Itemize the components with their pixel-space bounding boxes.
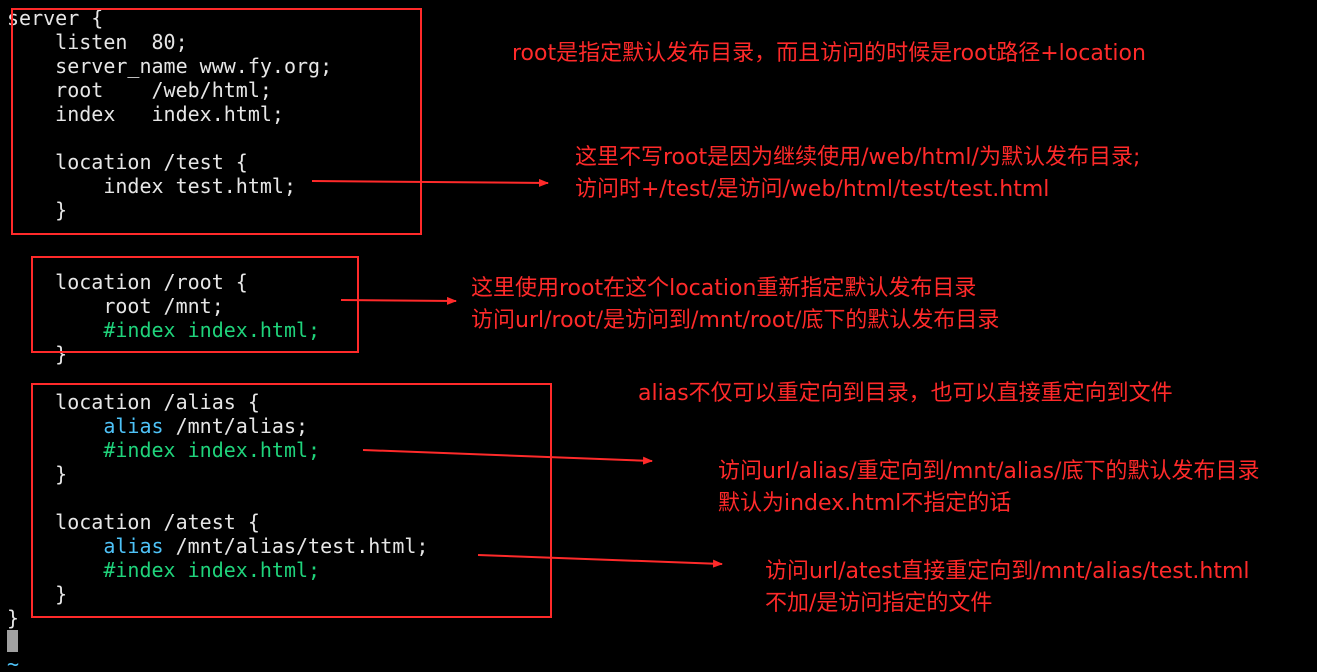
code-line-16: location /alias { <box>7 390 260 414</box>
code-line-25: } <box>7 606 20 630</box>
text-cursor <box>7 630 18 652</box>
code-line-17: alias /mnt/alias; <box>7 414 308 438</box>
code-text: /mnt/alias; <box>163 414 309 438</box>
note-test-location: 这里不写root是因为继续使用/web/html/为默认发布目录; 访问时+/t… <box>575 142 1140 206</box>
note-line: 访问时+/test/是访问/web/html/test/test.html <box>575 177 1050 202</box>
arrow-alias <box>362 449 653 465</box>
note-line: 这里不写root是因为继续使用/web/html/为默认发布目录; <box>575 145 1141 170</box>
note-alias-general: alias不仅可以重定向到目录，也可以直接重定向到文件 <box>638 378 1173 410</box>
note-line: 访问url/root/是访问到/mnt/root/底下的默认发布目录 <box>471 308 1000 333</box>
note-line: 访问url/atest直接重定向到/mnt/alias/test.html <box>765 559 1250 584</box>
code-line-3: server_name www.fy.org; <box>7 54 333 78</box>
arrow-test <box>311 178 549 187</box>
code-line-18-comment: #index index.html; <box>7 438 321 462</box>
code-line-8: index test.html; <box>7 174 296 198</box>
note-line: 不加/是访问指定的文件 <box>765 591 993 616</box>
alias-keyword: alias <box>103 414 164 438</box>
arrow-root <box>340 296 457 305</box>
note-line: 这里使用root在这个location重新指定默认发布目录 <box>471 276 977 301</box>
code-line-22: alias /mnt/alias/test.html; <box>7 534 428 558</box>
code-line-5: index index.html; <box>7 102 284 126</box>
note-root-location: 这里使用root在这个location重新指定默认发布目录 访问url/root… <box>471 273 999 337</box>
note-root-definition: root是指定默认发布目录，而且访问的时候是root路径+location <box>512 38 1146 70</box>
note-line: alias不仅可以重定向到目录，也可以直接重定向到文件 <box>638 381 1173 406</box>
code-line-19: } <box>7 462 68 486</box>
code-line-12: root /mnt; <box>7 294 224 318</box>
note-line: 默认为index.html不指定的话 <box>718 491 1012 516</box>
arrow-atest <box>477 554 723 568</box>
code-line-7: location /test { <box>7 150 248 174</box>
note-alias-location: 访问url/alias/重定向到/mnt/alias/底下的默认发布目录 默认为… <box>718 456 1259 520</box>
note-atest-location: 访问url/atest直接重定向到/mnt/alias/test.html 不加… <box>765 556 1249 620</box>
code-line-9: } <box>7 198 68 222</box>
code-text: /mnt/alias/test.html; <box>163 534 429 558</box>
code-line-11: location /root { <box>7 270 248 294</box>
highlight-box-server <box>11 8 422 235</box>
note-line: 访问url/alias/重定向到/mnt/alias/底下的默认发布目录 <box>718 459 1260 484</box>
code-line-14: } <box>7 342 68 366</box>
code-line-2: listen 80; <box>7 30 188 54</box>
alias-keyword: alias <box>103 534 164 558</box>
code-line-21: location /atest { <box>7 510 260 534</box>
code-line-23-comment: #index index.html; <box>7 558 321 582</box>
note-line: root是指定默认发布目录，而且访问的时候是root路径+location <box>512 41 1146 66</box>
code-line-24: } <box>7 582 68 606</box>
code-line-13-comment: #index index.html; <box>7 318 321 342</box>
highlight-box-alias-locations <box>31 383 552 618</box>
highlight-box-root-location <box>31 256 359 353</box>
code-line-1: server { <box>7 6 104 30</box>
empty-line-marker: ~ <box>7 652 20 672</box>
code-line-4: root /web/html; <box>7 78 272 102</box>
